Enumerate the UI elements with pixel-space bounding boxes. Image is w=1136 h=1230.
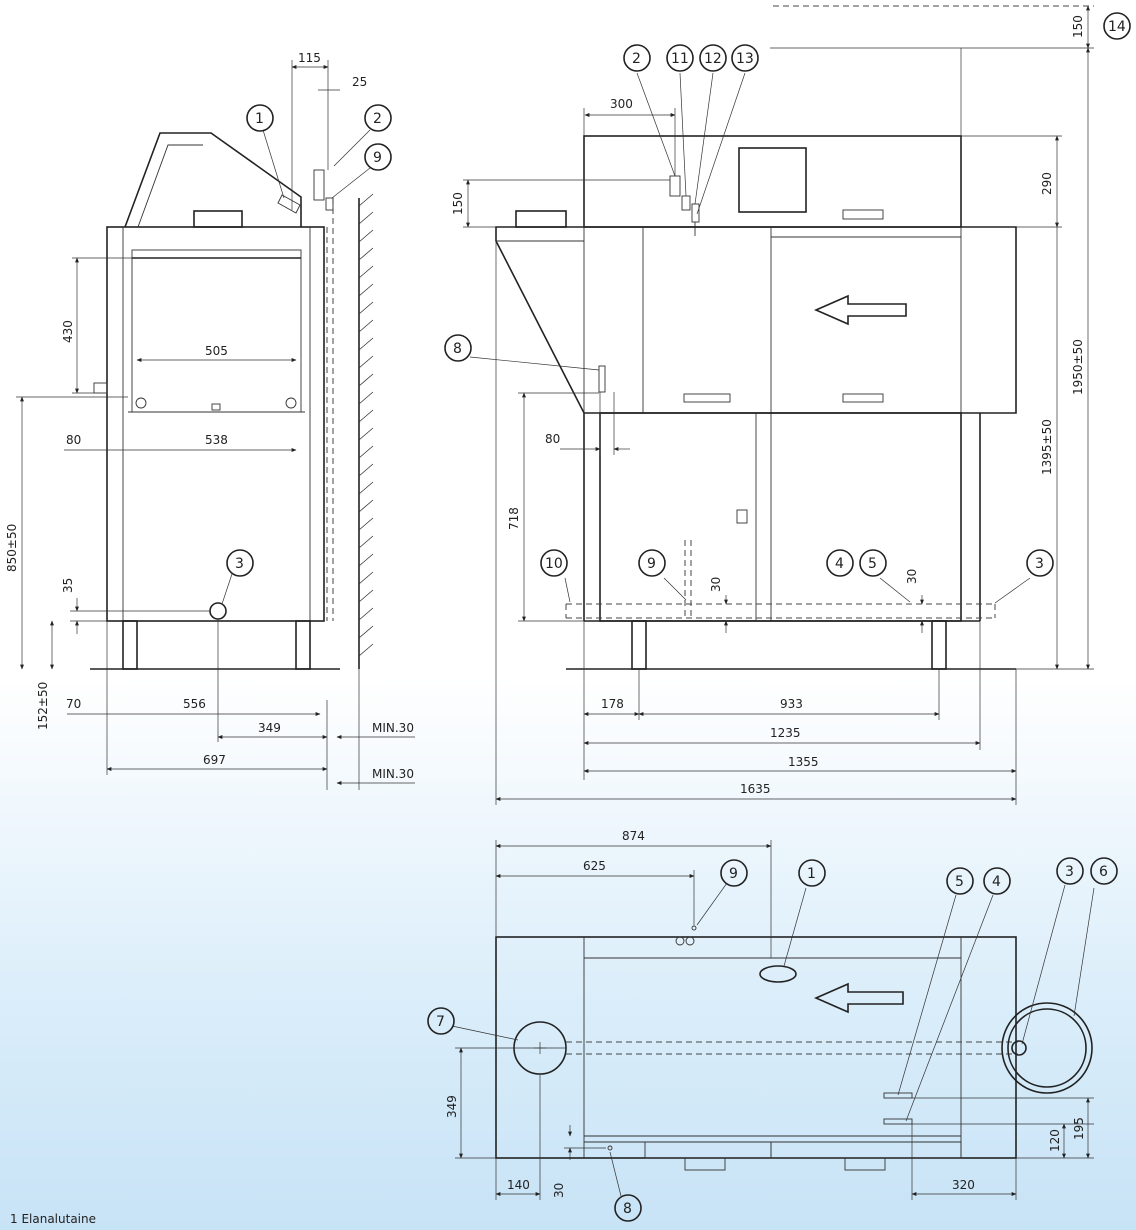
dim-290: 290 bbox=[1040, 172, 1054, 195]
plan-view: 874 625 349 140 30 320 120 195 9 1 5 4 3… bbox=[427, 829, 1118, 1222]
dim-1395: 1395±50 bbox=[1040, 419, 1054, 475]
callout-front-11 bbox=[666, 44, 694, 72]
dim-874: 874 bbox=[622, 829, 645, 843]
dim-1235: 1235 bbox=[770, 726, 801, 740]
callout-front-8-label: 8 bbox=[453, 341, 462, 357]
callout-side-2 bbox=[364, 104, 392, 132]
dim-850: 850±50 bbox=[5, 524, 19, 572]
dim-30-a: 30 bbox=[709, 577, 723, 592]
dim-1950: 1950±50 bbox=[1071, 339, 1085, 395]
dim-625: 625 bbox=[583, 859, 606, 873]
side-view: 115 25 430 505 80 538 850±50 35 152±50 7… bbox=[5, 51, 415, 790]
callout-side-1-label: 1 bbox=[255, 111, 264, 127]
dim-300: 300 bbox=[610, 97, 633, 111]
callout-plan-8 bbox=[614, 1194, 642, 1222]
callout-side-9-label: 9 bbox=[373, 150, 382, 166]
dim-150-top: 150 bbox=[1071, 15, 1085, 38]
dim-70: 70 bbox=[66, 697, 81, 711]
callout-front-14-label: 14 bbox=[1108, 19, 1126, 35]
dim-30-b: 30 bbox=[905, 569, 919, 584]
callout-plan-9 bbox=[720, 859, 748, 887]
callout-front-4 bbox=[826, 549, 854, 577]
callout-plan-1 bbox=[798, 859, 826, 887]
callout-front-9 bbox=[638, 549, 666, 577]
callout-plan-7-label: 7 bbox=[436, 1014, 445, 1030]
callout-plan-3-label: 3 bbox=[1065, 864, 1074, 880]
dim-349-plan: 349 bbox=[445, 1095, 459, 1118]
callout-side-9 bbox=[364, 143, 392, 171]
dim-505: 505 bbox=[205, 344, 228, 358]
callout-plan-6-label: 6 bbox=[1099, 864, 1108, 880]
callout-front-3-label: 3 bbox=[1035, 556, 1044, 572]
dim-718: 718 bbox=[507, 507, 521, 530]
callout-front-5-label: 5 bbox=[868, 556, 877, 572]
callout-front-5 bbox=[859, 549, 887, 577]
callout-plan-4 bbox=[983, 867, 1011, 895]
callout-front-14 bbox=[1103, 12, 1131, 40]
dim-178: 178 bbox=[601, 697, 624, 711]
dim-697: 697 bbox=[203, 753, 226, 767]
callout-plan-3 bbox=[1056, 857, 1084, 885]
dim-120: 120 bbox=[1048, 1129, 1062, 1152]
dim-min30-b: MIN.30 bbox=[372, 767, 414, 781]
dim-349: 349 bbox=[258, 721, 281, 735]
dim-1355: 1355 bbox=[788, 755, 819, 769]
dim-195: 195 bbox=[1072, 1117, 1086, 1140]
callout-front-9-label: 9 bbox=[647, 556, 656, 572]
callout-front-2 bbox=[623, 44, 651, 72]
callout-plan-5-label: 5 bbox=[955, 874, 964, 890]
callout-plan-6 bbox=[1090, 857, 1118, 885]
dim-538: 538 bbox=[205, 433, 228, 447]
dim-25: 25 bbox=[352, 75, 367, 89]
callout-side-2-label: 2 bbox=[373, 111, 382, 127]
front-view: 300 150 290 150 1950±50 1395±50 718 80 3… bbox=[444, 5, 1131, 805]
callout-front-11-label: 11 bbox=[671, 51, 689, 67]
dim-430: 430 bbox=[61, 320, 75, 343]
callout-front-2-label: 2 bbox=[632, 51, 641, 67]
callout-plan-4-label: 4 bbox=[992, 874, 1001, 890]
dim-556: 556 bbox=[183, 697, 206, 711]
dim-min30-a: MIN.30 bbox=[372, 721, 414, 735]
callout-front-4-label: 4 bbox=[835, 556, 844, 572]
dim-35: 35 bbox=[61, 578, 75, 593]
dim-30-plan: 30 bbox=[552, 1183, 566, 1198]
dim-150: 150 bbox=[451, 192, 465, 215]
callout-front-12 bbox=[699, 44, 727, 72]
callout-front-13 bbox=[731, 44, 759, 72]
callout-side-3-label: 3 bbox=[235, 556, 244, 572]
callout-plan-1-label: 1 bbox=[807, 866, 816, 882]
callout-front-10 bbox=[540, 549, 568, 577]
callout-front-10-label: 10 bbox=[545, 556, 563, 572]
callout-plan-7 bbox=[427, 1007, 455, 1035]
callout-plan-9-label: 9 bbox=[729, 866, 738, 882]
callout-plan-8-label: 8 bbox=[623, 1201, 632, 1217]
callout-plan-5 bbox=[946, 867, 974, 895]
callout-front-13-label: 13 bbox=[736, 51, 754, 67]
callout-front-12-label: 12 bbox=[704, 51, 722, 67]
dim-152: 152±50 bbox=[36, 682, 50, 730]
dim-80-front: 80 bbox=[545, 432, 560, 446]
dim-115: 115 bbox=[298, 51, 321, 65]
dim-1635: 1635 bbox=[740, 782, 771, 796]
dim-320: 320 bbox=[952, 1178, 975, 1192]
callout-front-3 bbox=[1026, 549, 1054, 577]
dim-80: 80 bbox=[66, 433, 81, 447]
dim-140: 140 bbox=[507, 1178, 530, 1192]
legend-item-1: 1 Elanalutaine bbox=[10, 1212, 96, 1226]
callout-side-3 bbox=[226, 549, 254, 577]
dim-933: 933 bbox=[780, 697, 803, 711]
callout-front-8 bbox=[444, 334, 472, 362]
callout-side-1 bbox=[246, 104, 274, 132]
